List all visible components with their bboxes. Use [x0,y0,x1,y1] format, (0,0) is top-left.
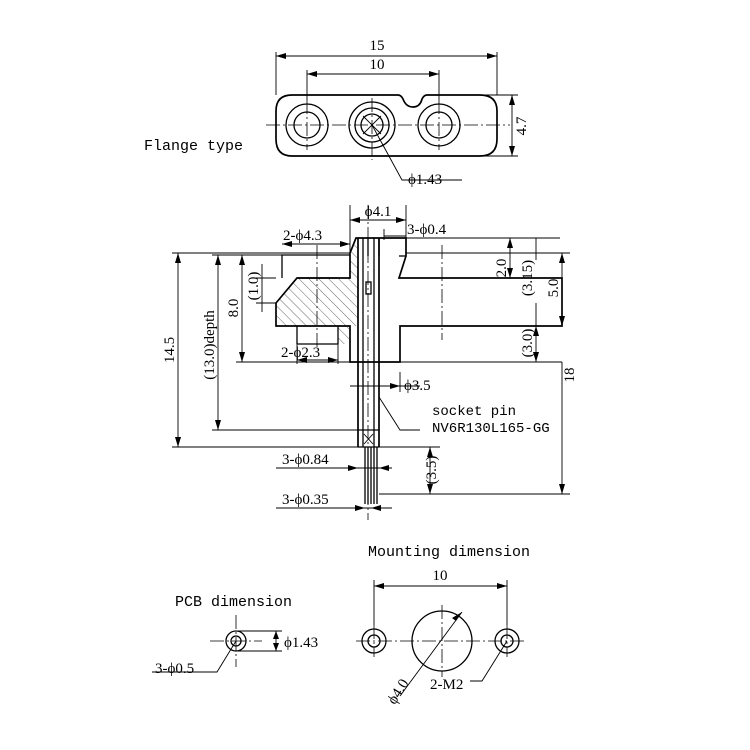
dim-pin-084: 3-ϕ0.84 [282,452,329,468]
dim-pcb-pitch: ϕ1.43 [284,635,318,651]
pcb-view [152,615,282,673]
dim-hole: 2-ϕ2.3 [281,345,320,361]
dim-top-dia: ϕ4.1 [365,204,392,220]
section-view [172,205,570,520]
dim-flange-15: 15 [370,38,385,54]
flange-top-view [266,52,518,181]
dim-2-0: 2.0 [494,259,510,278]
dim-chamfer: (1.0) [246,272,262,301]
dim-14-5: 14.5 [162,337,178,363]
dim-mount-center: ϕ4.0 [385,676,413,707]
dim-pin-035: 3-ϕ0.35 [282,492,329,508]
dim-pcb-holes: 3-ϕ0.5 [155,661,194,677]
title-flange-type: Flange type [144,138,243,155]
title-mounting: Mounting dimension [368,544,530,561]
mounting-view [356,580,525,697]
dim-cbore: 2-ϕ4.3 [283,228,322,244]
dim-3-5-dia: ϕ3.5 [404,378,431,394]
dim-mount-screws: 2-M2 [430,677,463,693]
dim-3-5-len: (3.5) [424,456,440,485]
dim-8: 8.0 [226,299,242,318]
section-body-outline [275,237,563,363]
dim-3-0: (3.0) [520,329,536,358]
dim-pins-dia: 3-ϕ0.4 [407,222,447,238]
dim-3-15: (3.15) [520,260,536,296]
socket-pin-part: NV6R130L165-GG [432,421,550,437]
dim-18: 18 [562,368,578,383]
dim-flange-4-7: 4.7 [514,116,530,135]
dim-mount-10: 10 [433,568,448,584]
dim-flange-10: 10 [370,57,385,73]
socket-pin-label: socket pin [432,404,516,420]
dim-depth: (13.0)depth [202,310,218,380]
dim-flange-hole: ϕ1.43 [408,172,442,188]
title-pcb: PCB dimension [175,594,292,611]
dim-5-0: 5.0 [546,279,562,298]
